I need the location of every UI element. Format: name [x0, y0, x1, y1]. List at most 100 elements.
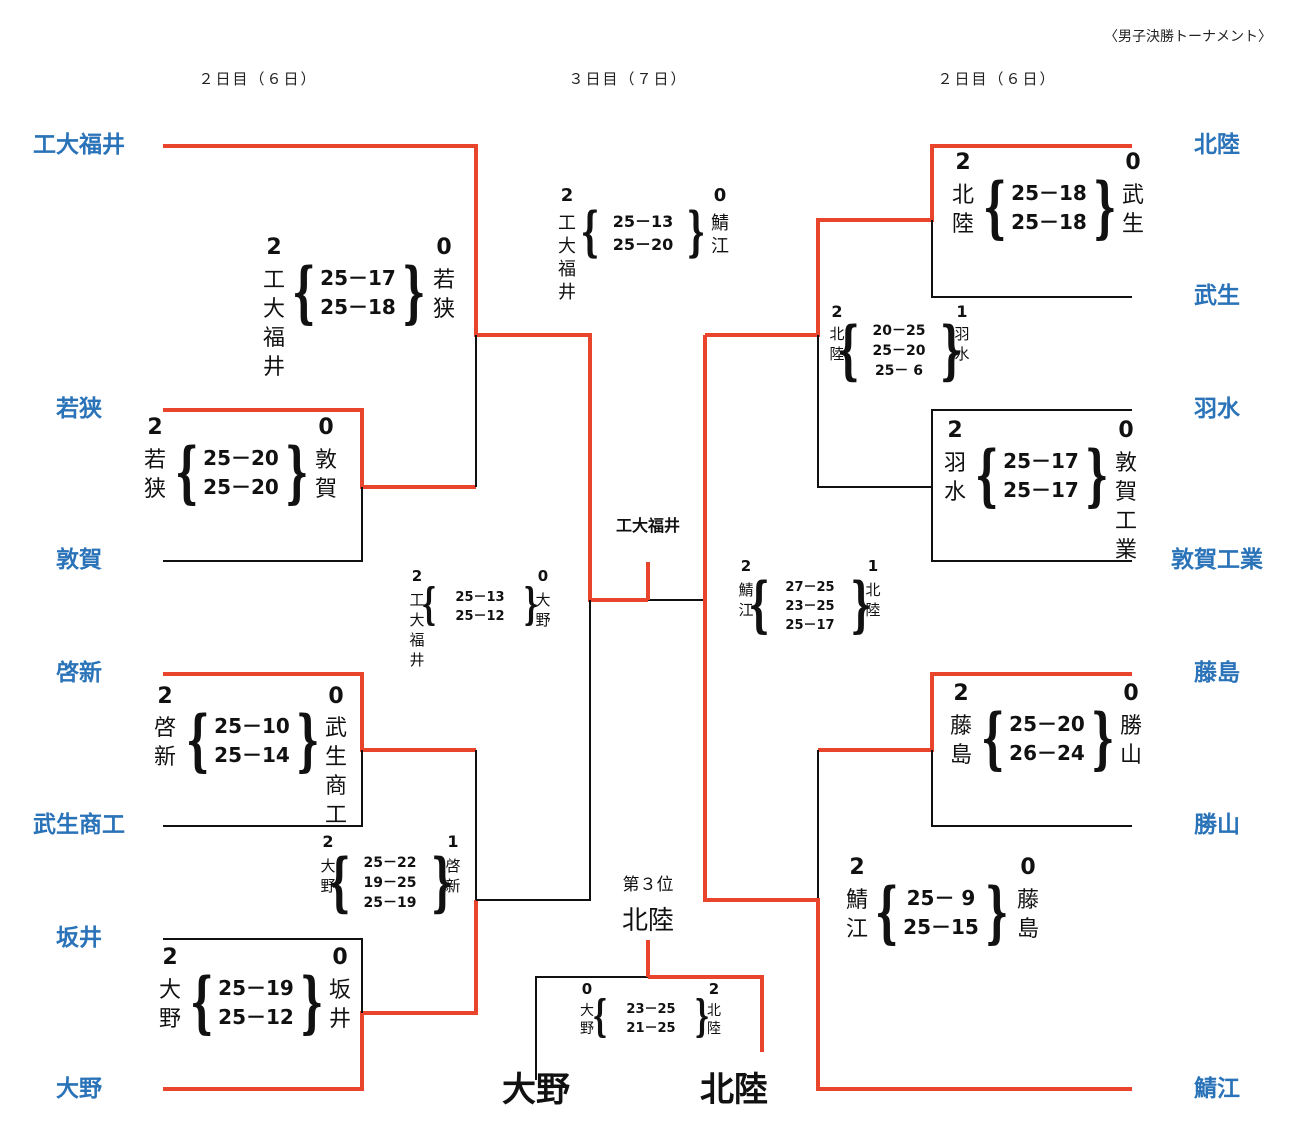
score-left-wins: 2 [411, 567, 423, 585]
score-left-wins: 2 [831, 302, 843, 321]
set-score: 25－17 [1003, 449, 1079, 473]
set-score: 25－18 [1011, 181, 1087, 205]
day-label-center: ３日目（７日） [568, 70, 688, 88]
team-right-1: 北陸 [1194, 132, 1240, 158]
score-left-wins: 2 [266, 235, 282, 260]
score-right-wins: 0 [332, 945, 348, 970]
score-left-team: 藤 島 [949, 714, 972, 768]
score-left-team: 鯖 江 [845, 888, 868, 942]
score-right-wins: 0 [1123, 681, 1139, 706]
playoff-name-right: 北陸 [700, 1070, 768, 1110]
champion-name: 工大福井 [615, 516, 680, 535]
brace-right: } [300, 962, 324, 1041]
score-left-wins: 2 [162, 945, 178, 970]
right-line-takefu [931, 220, 1132, 298]
brace-left: { [981, 698, 1005, 777]
right-path-hokuriku [705, 144, 1132, 337]
score-right-team: 藤 島 [1016, 888, 1039, 942]
score-right-team: 北 陸 [707, 1003, 721, 1037]
score-left-wins: 2 [157, 684, 173, 709]
brace-right: } [523, 579, 539, 630]
bracket-title: 〈男子決勝トーナメント〉 [1104, 29, 1272, 45]
brace-left: { [327, 845, 351, 920]
third-place-team: 北陸 [621, 906, 674, 936]
team-left-7: 大野 [56, 1076, 102, 1102]
team-right-7: 鯖江 [1194, 1076, 1240, 1102]
score-right-team: 大 野 [535, 591, 551, 629]
set-score: 21－25 [626, 1021, 676, 1036]
set-score: 25－14 [214, 743, 290, 767]
score-right-team: 羽 水 [954, 325, 970, 363]
score-right-wins: 0 [318, 415, 334, 440]
left-line-tsuruga [163, 487, 363, 562]
score-right-team: 啓 新 [445, 857, 461, 895]
set-score: 25－15 [903, 915, 979, 939]
score-right-wins: 0 [537, 567, 549, 585]
brace-right: } [1093, 167, 1117, 246]
set-score: 25－18 [1011, 210, 1087, 234]
score-left-wins: 2 [849, 855, 865, 880]
team-left-2: 若狭 [56, 396, 102, 422]
score-right-wins: 1 [867, 557, 879, 575]
set-score: 25－ 6 [874, 363, 924, 379]
score-right-wins: 1 [956, 302, 968, 321]
score-right-team: 武 生 [1121, 183, 1144, 237]
right-link-sf [648, 335, 706, 601]
score-left-wins: 2 [740, 557, 752, 575]
brace-left: { [875, 872, 899, 951]
score-left-team: 工 大 福 井 [409, 591, 425, 669]
brace-left: { [975, 435, 999, 514]
third-path-hokuriku [648, 975, 764, 1052]
score-left-wins: 2 [560, 185, 574, 206]
score-left-wins: 2 [953, 681, 969, 706]
set-score: 25－20 [1009, 712, 1085, 736]
set-score: 25－22 [363, 855, 417, 871]
brace-right: } [850, 569, 872, 640]
team-right-6: 勝山 [1194, 812, 1240, 838]
score-right-team: 若 狭 [432, 268, 455, 322]
team-right-4: 敦賀工業 [1171, 547, 1263, 573]
score-right-wins: 2 [708, 980, 720, 998]
score-left-team: 羽 水 [943, 451, 966, 505]
right-line-tsuruga-kogyo [931, 487, 1132, 562]
brace-left: { [190, 962, 214, 1041]
brace-left: { [292, 252, 316, 331]
set-score: 25－19 [363, 895, 417, 911]
score-left-wins: 2 [955, 150, 971, 175]
score-left-team: 大 野 [580, 1003, 594, 1037]
score-left-team: 大 野 [320, 857, 336, 895]
score-right-wins: 0 [1020, 855, 1036, 880]
brace-left: { [186, 700, 210, 779]
brace-right: } [694, 991, 710, 1042]
score-left-team: 大 野 [158, 978, 181, 1032]
score-right-team: 坂 井 [328, 978, 351, 1032]
set-score: 25－17 [785, 618, 835, 633]
brace-left: { [580, 200, 600, 263]
score-right-wins: 0 [436, 235, 452, 260]
brace-left: { [836, 313, 860, 388]
score-left-wins: 2 [322, 832, 334, 851]
score-right-wins: 1 [447, 832, 459, 851]
left-path-keishin [163, 672, 476, 752]
brace-right: } [296, 700, 320, 779]
score-right-team: 北 陸 [865, 581, 881, 619]
set-score: 25－17 [1003, 478, 1079, 502]
team-left-5: 武生商工 [33, 812, 125, 838]
brace-left: { [175, 432, 199, 511]
set-score: 25－17 [320, 266, 396, 290]
score-left-team: 啓 新 [153, 716, 176, 770]
set-score: 25－10 [214, 714, 290, 738]
team-right-3: 羽水 [1194, 396, 1240, 422]
left-line-takefu-shoko [163, 750, 363, 827]
left-line-sakai [163, 938, 363, 1013]
score-left-team: 工 大 福 井 [558, 213, 576, 303]
brace-right: } [1091, 698, 1115, 777]
set-score: 20－25 [872, 323, 926, 339]
brace-right: } [939, 313, 963, 388]
brace-left: { [421, 579, 437, 630]
team-left-3: 敦賀 [56, 547, 102, 573]
brace-right: } [1085, 435, 1109, 514]
score-left-wins: 2 [947, 418, 963, 443]
set-score: 25－20 [872, 343, 926, 359]
